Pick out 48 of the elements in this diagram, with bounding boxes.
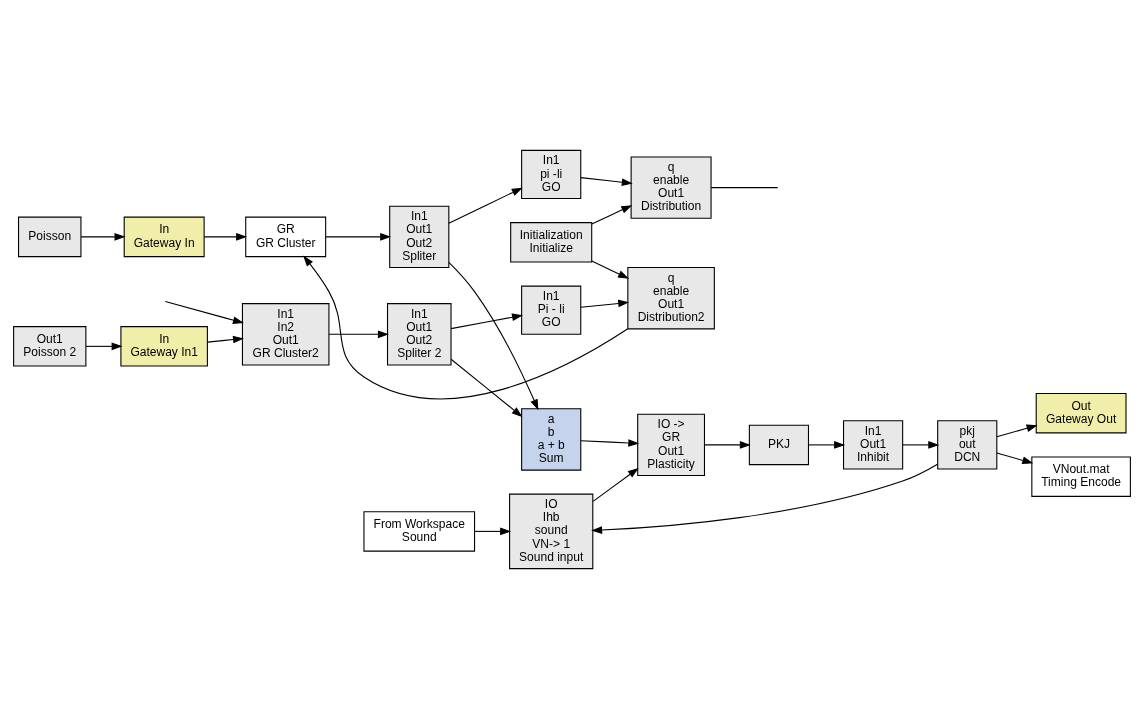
arrow [80,232,126,241]
arrow [591,260,630,279]
arrow [448,187,523,224]
node-box: Out Gateway Out [1035,392,1127,433]
node-box: GR GR Cluster [245,216,327,257]
node-box: Out1 Poisson 2 [13,325,87,367]
arrow [996,451,1034,464]
arrow [591,204,633,224]
node-box: In1 Out1 Out2 Spliter 2 [386,302,452,365]
arrow [164,300,244,324]
node-box: In1 Out1 Inhibit [843,419,904,470]
arrow [474,527,512,535]
node-box: From Workspace Sound [363,510,476,552]
node-box: In1 Out1 Out2 Spliter [389,205,450,268]
arrow [450,358,523,417]
node-box: In Gateway In1 [120,325,208,367]
arrow [303,254,629,399]
node-box: IO -> GR Out1 Plasticity [637,413,706,476]
arrow [580,176,633,186]
arrow [592,467,639,502]
arrow [203,232,248,241]
node-box: q enable Out1 Distribution [630,155,712,219]
node-box: Poisson [18,216,82,257]
connector [710,186,779,188]
arrow [580,438,640,447]
arrow [328,330,389,338]
arrow [704,440,751,449]
arrow [207,335,244,343]
node-box: VNout.mat Timing Encode [1031,455,1131,497]
arrow [902,440,940,449]
arrow [808,440,846,449]
node-box: PKJ [748,424,810,465]
arrow [591,463,939,534]
node-box: Initialization Initialize [510,221,593,263]
arrow [450,313,523,329]
arrow [996,424,1038,437]
node-box: In Gateway In [123,216,205,257]
arrow [325,232,392,241]
node-box: pkj out DCN [937,419,998,470]
arrow [448,261,539,410]
node-box: q enable Out1 Distribution2 [627,266,715,329]
node-box: IO Ihb sound VN-> 1 Sound input [509,493,594,569]
node-box: In1 Pi - li GO [521,285,582,335]
arrow [580,299,630,308]
arrow [85,342,123,350]
node-box: In1 In2 Out1 GR Cluster2 [241,302,330,365]
node-box: a b a + b Sum [521,407,582,471]
node-box: In1 pi -li GO [521,149,582,199]
